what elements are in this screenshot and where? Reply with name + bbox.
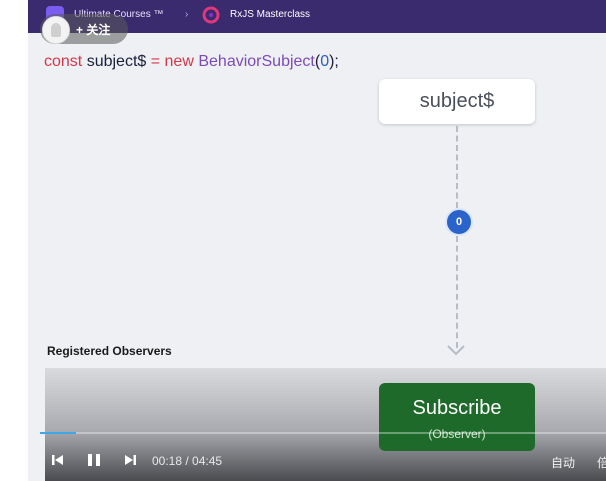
code-line: const subject$ = new BehaviorSubject(0); — [44, 53, 339, 71]
code-variable: subject$ — [86, 53, 147, 70]
subscribe-title: Subscribe — [412, 397, 502, 419]
skip-next-icon — [125, 455, 136, 465]
time-display: 00:18 / 04:45 — [152, 454, 222, 468]
registered-observers-heading: Registered Observers — [47, 344, 172, 358]
code-keyword-new: new — [164, 53, 194, 70]
stream-line-lower — [456, 236, 458, 348]
rxjs-logo-icon — [202, 6, 220, 24]
avatar — [42, 16, 70, 44]
next-button[interactable] — [122, 452, 138, 468]
breadcrumb-separator: › — [185, 9, 189, 20]
current-time: 00:18 — [152, 454, 183, 468]
code-close-paren: ); — [329, 53, 339, 70]
quality-auto-button[interactable]: 自动 — [551, 456, 576, 470]
subscribe-subtitle: (Observer) — [428, 427, 486, 441]
progress-fill — [40, 432, 76, 434]
follow-button[interactable]: + 关注 — [40, 14, 128, 44]
time-separator: / — [182, 454, 193, 468]
skip-previous-icon — [52, 455, 63, 465]
previous-button[interactable] — [50, 452, 66, 468]
subject-node: subject$ — [379, 79, 535, 124]
pause-icon — [88, 454, 100, 466]
code-class-name: BehaviorSubject — [198, 53, 315, 70]
playback-speed-button[interactable]: 倍 — [597, 456, 606, 470]
video-player[interactable]: Ultimate Courses ™ › RxJS Masterclass co… — [28, 0, 606, 481]
code-open-paren: ( — [314, 53, 321, 70]
code-equals: = — [146, 53, 165, 70]
stream-line-upper — [456, 126, 458, 208]
code-keyword-const: const — [44, 53, 83, 70]
follow-label: + 关注 — [76, 23, 111, 37]
emitted-value-marble: 0 — [445, 208, 473, 236]
progress-bar[interactable] — [40, 432, 606, 434]
pause-button[interactable] — [86, 452, 102, 468]
course-title[interactable]: RxJS Masterclass — [230, 9, 311, 20]
chevron-down-icon — [447, 345, 465, 356]
code-argument: 0 — [320, 53, 330, 70]
duration: 04:45 — [192, 454, 223, 468]
subscribe-node: Subscribe (Observer) — [379, 383, 535, 451]
